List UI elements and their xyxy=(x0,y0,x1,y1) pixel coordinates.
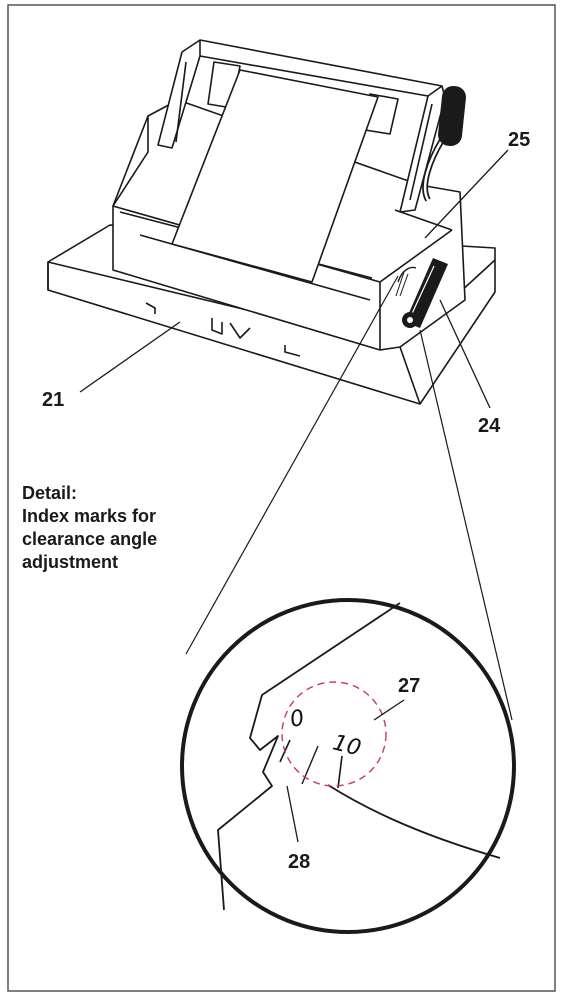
leader-27 xyxy=(373,699,405,721)
leader-24 xyxy=(439,299,491,409)
clearance-angle-lever xyxy=(395,258,448,328)
detail-caption-line-2: Index marks for xyxy=(22,506,157,526)
leader-28 xyxy=(286,785,299,843)
clamp-handle xyxy=(422,85,466,202)
detail-magnifier: 0 10 xyxy=(180,598,516,934)
highlight-circle xyxy=(281,681,387,787)
detail-edges xyxy=(217,602,501,911)
detail-caption: Detail: Index marks for clearance angle … xyxy=(22,482,222,574)
leader-25 xyxy=(424,149,509,239)
knife-blade xyxy=(171,69,379,283)
detail-caption-line-1: Detail: xyxy=(22,483,78,503)
leader-21 xyxy=(79,321,181,393)
magnification-lines xyxy=(185,275,513,721)
detail-caption-line-4: adjustment xyxy=(22,552,119,572)
callout-27: 27 xyxy=(398,675,420,697)
page-frame xyxy=(7,4,556,992)
scale-mark-zero: 0 xyxy=(288,706,307,733)
detail-caption-line-3: clearance angle xyxy=(22,529,158,549)
callout-28: 28 xyxy=(288,851,310,873)
callout-21: 21 xyxy=(42,389,64,411)
leader-lines xyxy=(79,149,509,409)
callout-25: 25 xyxy=(508,129,530,151)
index-mark-ten xyxy=(337,755,343,789)
detail-circle xyxy=(180,598,516,934)
callout-24: 24 xyxy=(478,415,501,437)
